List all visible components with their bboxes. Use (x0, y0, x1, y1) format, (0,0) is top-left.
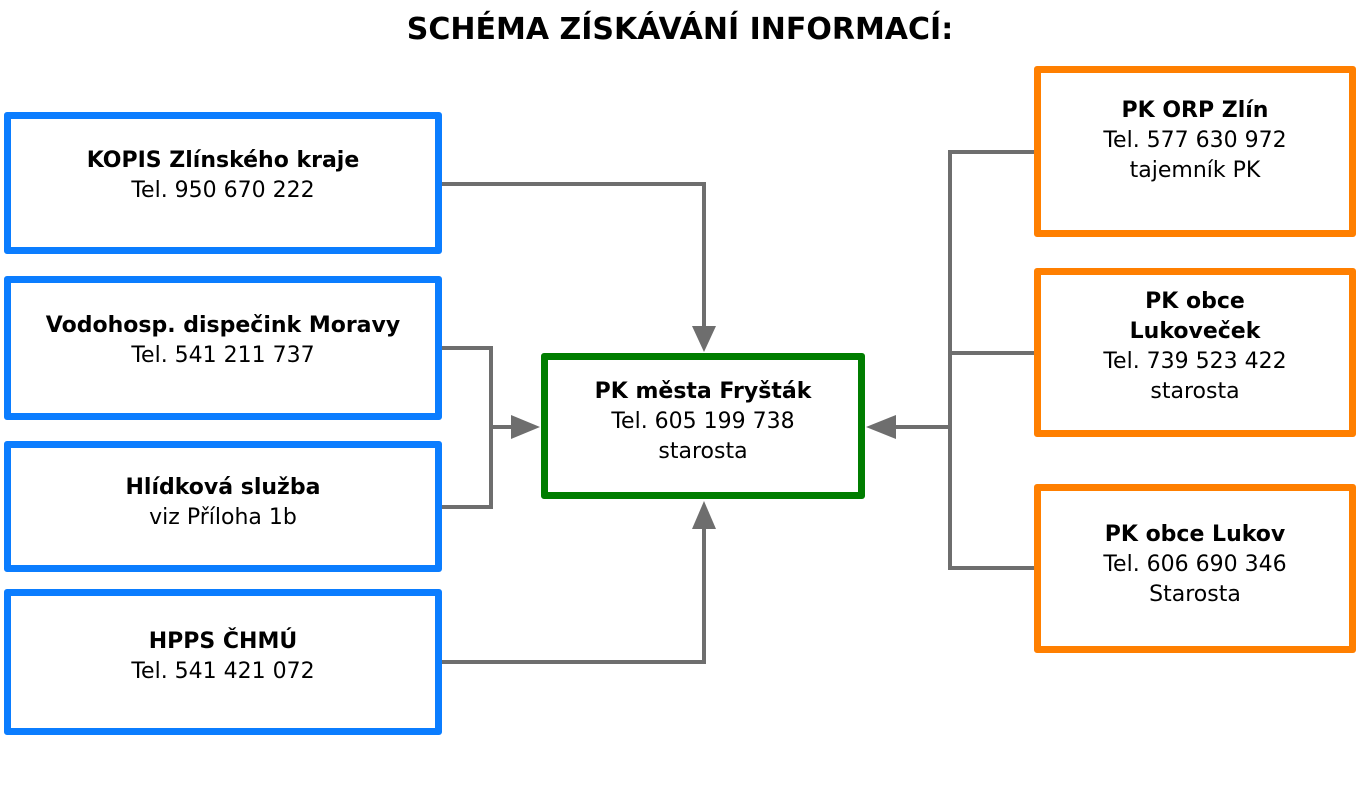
arrow-right-icon (511, 415, 540, 439)
arrow-up-icon (692, 501, 716, 529)
source-name: KOPIS Zlínského kraje (86, 148, 360, 173)
peer-name-line-2: Lukoveček (1129, 318, 1261, 344)
peer-phone: Tel. 739 523 422 (1103, 348, 1287, 374)
arrow-down-icon (692, 326, 716, 352)
peer-role: starosta (1150, 378, 1240, 404)
arrow-left-icon (866, 415, 896, 439)
connector-orp (948, 150, 1036, 570)
center-phone: Tel. 605 199 738 (611, 409, 795, 434)
peer-name: PK ORP Zlín (1121, 97, 1269, 123)
source-box-kopis: KOPIS Zlínského kraje Tel. 950 670 222 (4, 112, 442, 254)
peer-box-orp-zlin: PK ORP Zlín Tel. 577 630 972 tajemník PK (1034, 66, 1356, 237)
source-name: HPPS ČHMÚ (148, 629, 298, 654)
source-box-vodohosp: Vodohosp. dispečink Moravy Tel. 541 211 … (4, 276, 442, 420)
peer-name: PK obce Lukov (1104, 521, 1286, 547)
peer-box-lukov: PK obce Lukov Tel. 606 690 346 Starosta (1034, 484, 1356, 653)
source-box-hpps: HPPS ČHMÚ Tel. 541 421 072 (4, 589, 442, 735)
source-phone: Tel. 541 421 072 (131, 659, 315, 684)
source-phone: Tel. 950 670 222 (131, 178, 315, 203)
center-role: starosta (658, 439, 748, 464)
connector-kopis (442, 182, 706, 330)
peer-box-lukovecek: PK obce Lukoveček Tel. 739 523 422 staro… (1034, 268, 1356, 437)
source-name: Vodohosp. dispečink Moravy (45, 313, 401, 338)
center-name: PK města Fryšták (594, 379, 812, 404)
diagram-title: SCHÉMA ZÍSKÁVÁNÍ INFORMACÍ: (406, 12, 954, 47)
source-phone: Tel. 541 211 737 (131, 343, 315, 368)
center-box-frystak: PK města Fryšták Tel. 605 199 738 staros… (541, 353, 865, 499)
connector-hpps (442, 525, 706, 664)
peer-phone: Tel. 606 690 346 (1103, 551, 1287, 577)
source-box-hlidkova: Hlídková služba viz Příloha 1b (4, 441, 442, 572)
peer-role: Starosta (1149, 581, 1241, 607)
source-detail: viz Příloha 1b (149, 504, 297, 530)
connector-vodohosp (442, 346, 493, 509)
peer-role: tajemník PK (1129, 157, 1261, 183)
source-name: Hlídková služba (125, 474, 321, 500)
peer-name-line-1: PK obce (1145, 288, 1245, 314)
peer-phone: Tel. 577 630 972 (1103, 127, 1287, 153)
